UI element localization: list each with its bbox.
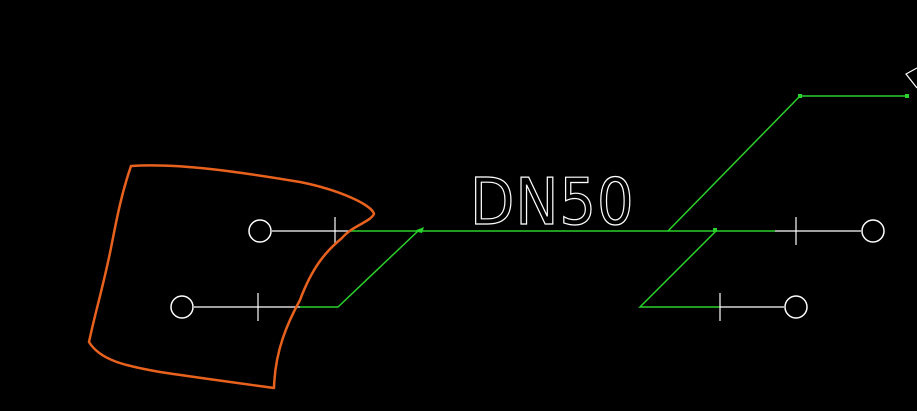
right-lower-diagonal-pipe bbox=[638, 230, 720, 308]
pipe-node-marker bbox=[414, 227, 424, 233]
right-upper-diagonal-pipe bbox=[667, 95, 907, 232]
fixture-branch-left-upper bbox=[248, 217, 350, 245]
freehand-markup-outline bbox=[87, 164, 376, 390]
left-diagonal-pipe bbox=[300, 230, 419, 308]
pipe-size-label: DN50 bbox=[470, 166, 635, 240]
fixture-branch-right-upper bbox=[775, 217, 885, 245]
partial-valve-symbol bbox=[905, 67, 917, 89]
pipe-node-marker bbox=[905, 94, 909, 98]
pipe-node-marker bbox=[713, 228, 717, 232]
fixture-branch-left-lower bbox=[170, 293, 300, 321]
pipe-node-marker bbox=[798, 94, 802, 98]
fixture-branch-right-lower bbox=[719, 293, 808, 321]
